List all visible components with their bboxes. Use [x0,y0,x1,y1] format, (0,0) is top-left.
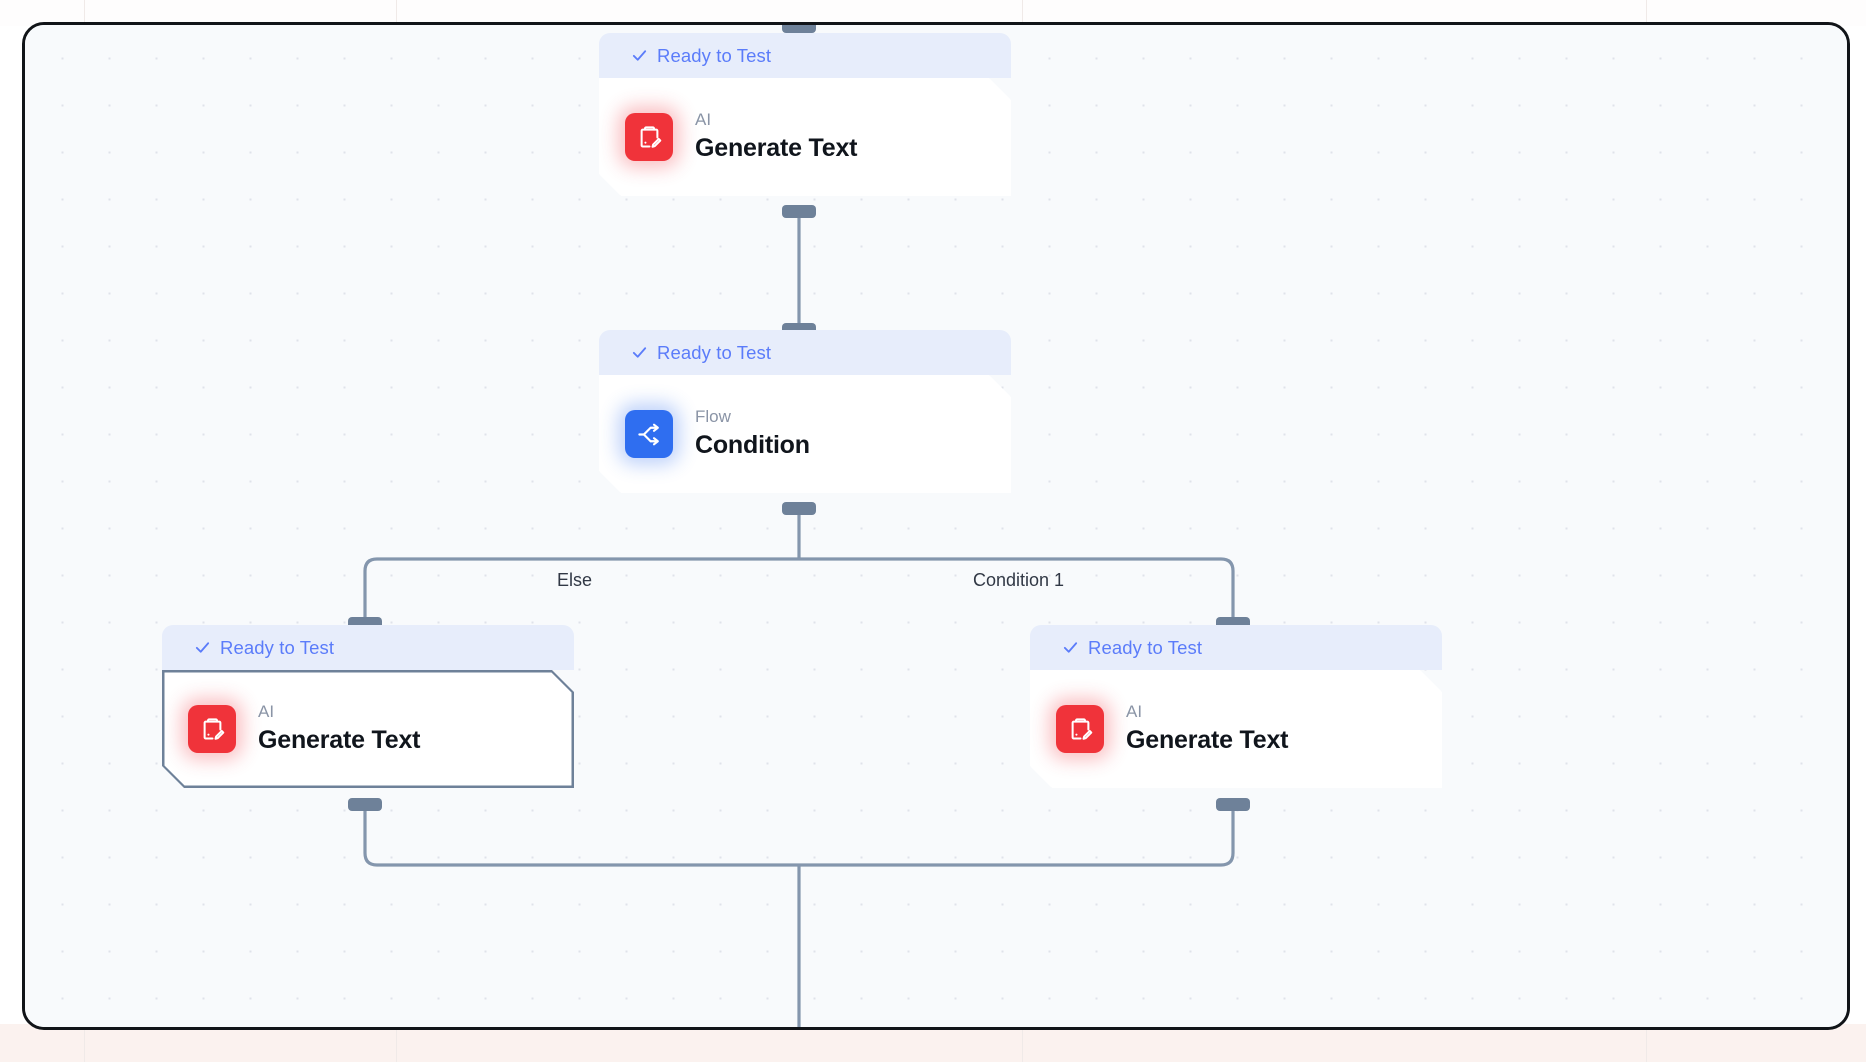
workflow-node-generate-text-top[interactable]: Ready to Test AI Generate Text [599,33,1011,196]
clipboard-edit-icon [625,113,673,161]
node-kind-label: AI [258,702,275,722]
check-icon [1062,639,1079,656]
workflow-node-generate-text-condition-1[interactable]: Ready to Test AI Generate Text [1030,625,1442,788]
node-status-label: Ready to Test [1088,636,1203,658]
node-kind-label: AI [695,110,712,130]
connector-handle-top[interactable] [782,25,816,33]
node-body[interactable]: AI Generate Text [1030,670,1442,788]
clipboard-edit-icon [188,705,236,753]
node-status-bar: Ready to Test [599,33,1011,78]
node-body[interactable]: AI Generate Text [162,670,574,788]
node-text-group: AI Generate Text [695,111,857,162]
clipboard-edit-icon [1056,705,1104,753]
node-status-label: Ready to Test [657,44,772,66]
connector-handle-else-out[interactable] [348,798,382,811]
node-title-label: Generate Text [1126,725,1289,754]
check-icon [631,344,648,361]
check-icon [631,47,648,64]
connector-handle-node1-out[interactable] [782,205,816,218]
node-status-bar: Ready to Test [599,330,1011,375]
node-title-label: Condition [695,430,810,459]
node-title-label: Generate Text [258,725,421,754]
check-icon [194,639,211,656]
branch-label-condition-1: Condition 1 [973,570,1065,590]
node-body[interactable]: Flow Condition [599,375,1011,493]
connector-handle-node2-out[interactable] [782,502,816,515]
backdrop-strip-top [0,0,1866,26]
node-status-label: Ready to Test [657,341,772,363]
node-kind-label: Flow [695,407,731,427]
node-status-label: Ready to Test [220,636,335,658]
node-text-group: Flow Condition [695,408,810,459]
branch-label-else: Else [557,570,593,590]
workflow-node-condition[interactable]: Ready to Test Flow Condition [599,330,1011,493]
backdrop-strip-bottom [0,1024,1866,1062]
node-status-bar: Ready to Test [1030,625,1442,670]
workflow-node-generate-text-else[interactable]: Ready to Test AI Genera [162,625,574,788]
node-title-label: Generate Text [695,133,858,162]
workflow-canvas-frame: Else Condition 1 Ready to Test [22,22,1850,1030]
node-kind-label: AI [1126,702,1143,722]
connector-handle-condition1-out[interactable] [1216,798,1250,811]
workflow-canvas[interactable]: Else Condition 1 Ready to Test [25,25,1847,1027]
node-status-bar: Ready to Test [162,625,574,670]
node-body[interactable]: AI Generate Text [599,78,1011,196]
node-text-group: AI Generate Text [1126,703,1288,754]
node-text-group: AI Generate Text [258,703,420,754]
branch-split-icon [625,410,673,458]
